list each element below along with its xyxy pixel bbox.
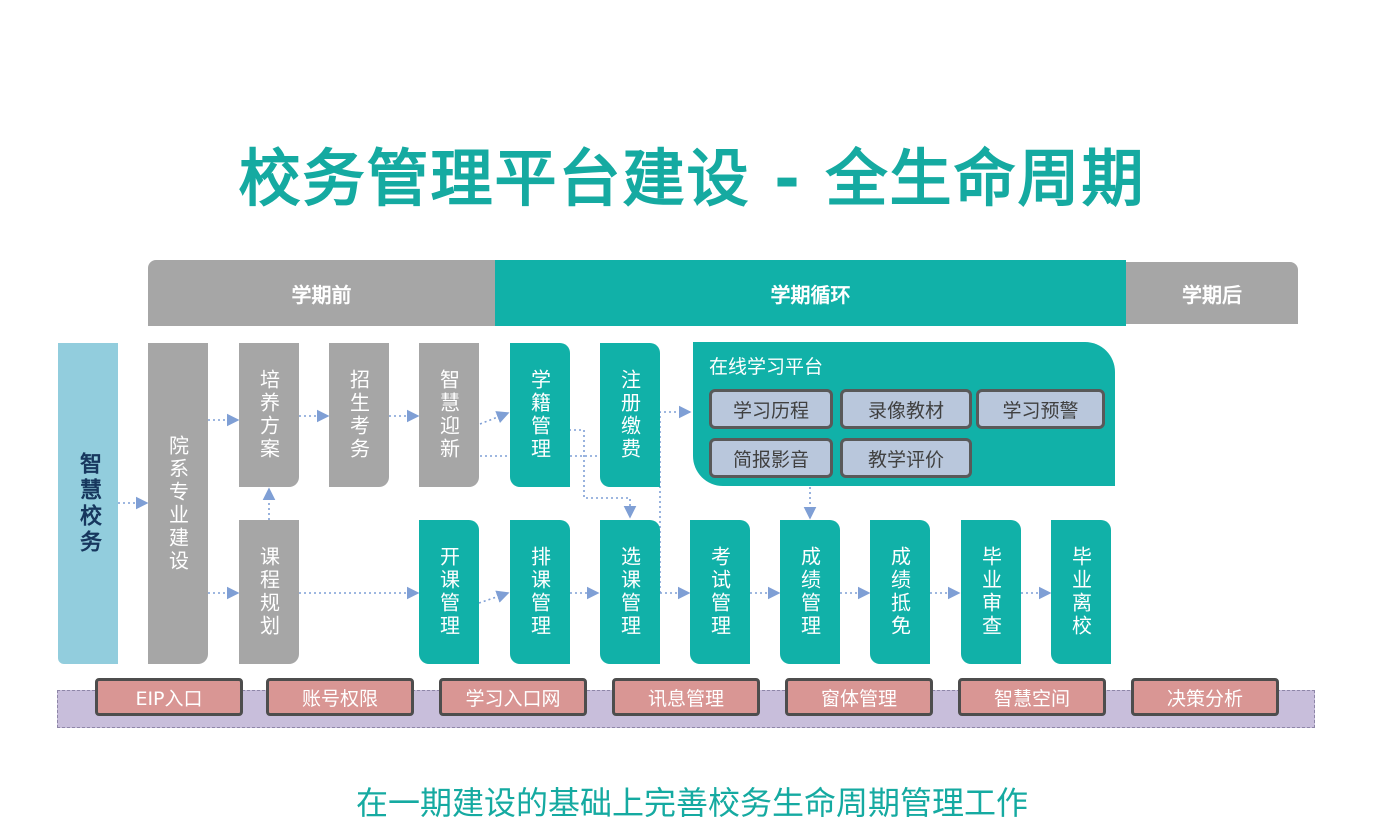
arrow-selection-to-online — [659, 405, 692, 593]
page-subtitle: 在一期建设的基础上完善校务生命周期管理工作 — [355, 784, 1028, 822]
page-title: 校务管理平台建设 - 全生命周期 — [238, 142, 1146, 215]
node-graduation-audit: 毕业审查 — [961, 520, 1021, 664]
service-eip-entry[interactable]: EIP入口 — [95, 678, 243, 716]
node-grade-credit: 成绩抵免 — [870, 520, 930, 664]
chip-video-materials: 录像教材 — [840, 389, 972, 429]
phase-semester-cycle: 学期循环 — [495, 260, 1126, 326]
arrow-status-to-selection — [569, 429, 637, 519]
chip-learning-history: 学习历程 — [709, 389, 833, 429]
node-curriculum-planning: 课程规划 — [239, 520, 299, 664]
node-dept-construction: 院系专业建设 — [148, 343, 208, 664]
node-exam-management: 考试管理 — [690, 520, 750, 664]
arrow-welcome-to-status — [479, 411, 510, 425]
node-course-scheduling: 排课管理 — [510, 520, 570, 664]
chip-teaching-evaluation: 教学评价 — [840, 438, 972, 478]
service-form-management[interactable]: 窗体管理 — [785, 678, 933, 716]
service-smart-space[interactable]: 智慧空间 — [958, 678, 1106, 716]
service-message-management[interactable]: 讯息管理 — [612, 678, 760, 716]
chip-briefing-media: 简报影音 — [709, 438, 833, 478]
phase-post-semester: 学期后 — [1126, 262, 1298, 324]
arrow-opening-to-scheduling — [478, 590, 510, 604]
service-account-permissions[interactable]: 账号权限 — [266, 678, 414, 716]
service-learning-portal[interactable]: 学习入口网 — [439, 678, 587, 716]
node-course-selection: 选课管理 — [600, 520, 660, 664]
node-smart-welcome: 智慧迎新 — [419, 343, 479, 487]
node-student-status: 学籍管理 — [510, 343, 570, 487]
node-training-plan: 培养方案 — [239, 343, 299, 487]
node-graduation-leaving: 毕业离校 — [1051, 520, 1111, 664]
phase-pre-semester: 学期前 — [148, 260, 495, 326]
chip-learning-warning: 学习预警 — [976, 389, 1105, 429]
node-course-opening: 开课管理 — [419, 520, 479, 664]
node-grade-management: 成绩管理 — [780, 520, 840, 664]
root-node-smart-campus: 智慧校务 — [58, 343, 118, 664]
node-admission-exam: 招生考务 — [329, 343, 389, 487]
online-platform-title: 在线学习平台 — [709, 356, 824, 378]
node-registration-payment: 注册缴费 — [600, 343, 660, 487]
service-decision-analysis[interactable]: 决策分析 — [1131, 678, 1279, 716]
